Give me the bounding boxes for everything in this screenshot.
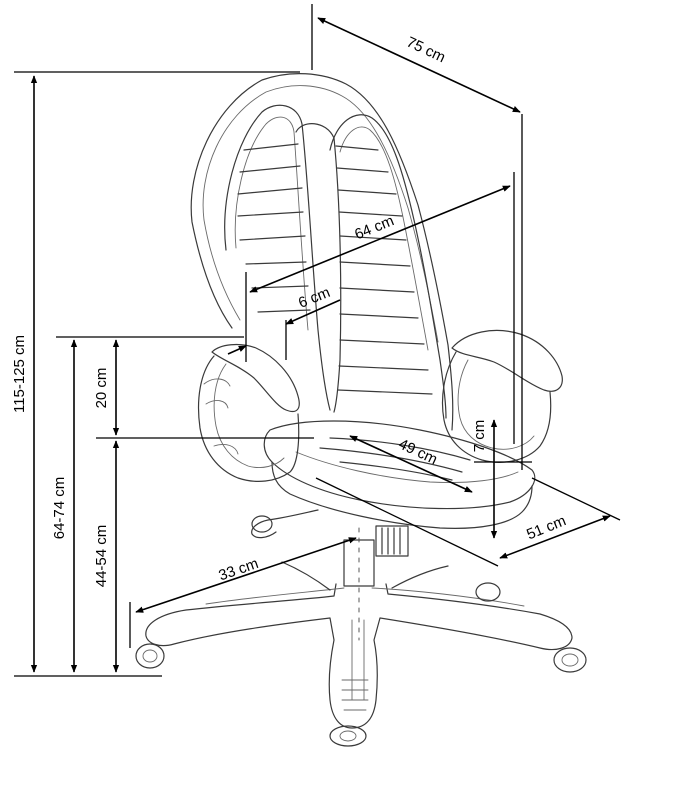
- dim-armrest-width: [285, 299, 341, 325]
- tilt-lever: [251, 509, 319, 539]
- label-armrest-width: 6 cm: [296, 284, 333, 312]
- dim-armrest-width-left: [227, 345, 247, 355]
- backrest-stitching: [237, 143, 433, 395]
- star-base-front-ridges: [341, 679, 369, 711]
- gas-lift-ridges: [381, 527, 401, 555]
- caster-front-left: [135, 643, 165, 669]
- dim-seat-width: [499, 515, 611, 559]
- gas-lift-cover-top: [375, 525, 409, 557]
- ext-seat-width-front: [315, 477, 499, 567]
- caster-front-right: [553, 647, 587, 673]
- backrest-shell: [190, 73, 454, 431]
- seat-cushion-front: [295, 451, 519, 483]
- right-armrest-frame: [441, 351, 552, 463]
- seat-cushion: [263, 420, 536, 510]
- left-armrest-joint: [203, 378, 239, 455]
- seat-side: [271, 461, 533, 529]
- star-base: [145, 583, 573, 729]
- right-armrest-pad: [451, 329, 563, 392]
- caster-rear-left: [251, 515, 273, 533]
- dim-backrest-width: [249, 185, 511, 293]
- dim-base-radius: [135, 537, 357, 613]
- label-seat-width: 51 cm: [524, 512, 568, 543]
- label-total-height: 115-125 cm: [11, 335, 28, 413]
- dim-seat-depth: [349, 435, 473, 493]
- backrest-right-bolster-inner: [339, 126, 429, 351]
- left-armrest-frame-inner: [213, 363, 285, 469]
- label-seat-height: 44-54 cm: [93, 525, 110, 588]
- dim-total-width: [317, 17, 521, 113]
- left-armrest-pad: [211, 343, 300, 413]
- caster-front-center: [329, 725, 367, 747]
- seat-stitching: [319, 437, 471, 481]
- label-seat-depth: 49 cm: [396, 436, 440, 469]
- chair-drawing: [135, 73, 587, 747]
- star-base-top-edge: [205, 587, 525, 701]
- label-armrest-above-seat: 20 cm: [93, 368, 110, 409]
- left-armrest-frame: [197, 355, 300, 482]
- label-armrest-height: 64-74 cm: [51, 477, 68, 540]
- dimension-lines: [14, 4, 621, 677]
- ext-seat-width-side: [531, 477, 621, 521]
- backrest-left-bolster: [224, 104, 331, 411]
- label-seat-thickness: 7 cm: [471, 420, 488, 453]
- caster-rear-right: [475, 582, 501, 602]
- label-base-radius: 33 cm: [216, 555, 260, 584]
